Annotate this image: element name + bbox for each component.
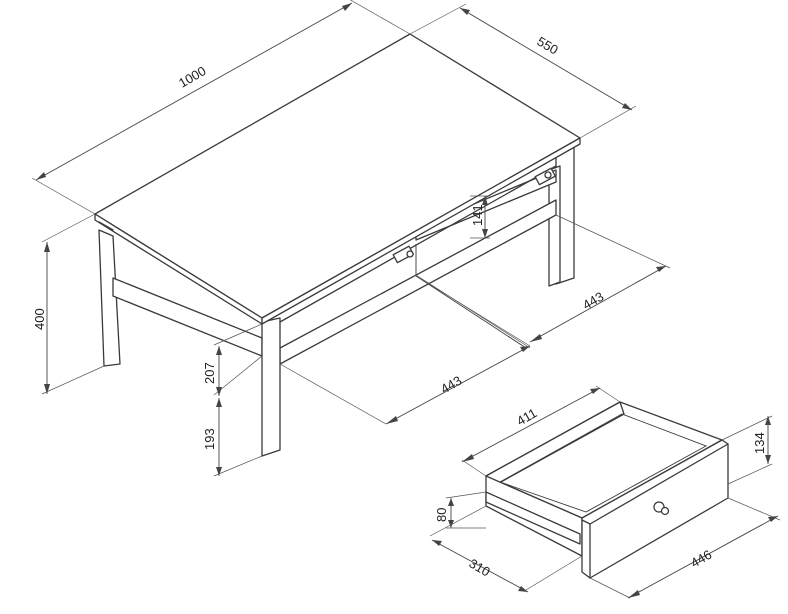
- runner-hardware-right: [534, 167, 556, 186]
- dim-shelf-width: 443: [438, 373, 464, 397]
- dim-shelf-lower: 193: [202, 428, 217, 450]
- dim-drawer-depth: 310: [467, 556, 493, 580]
- dim-shelf-upper: 207: [202, 362, 217, 384]
- dim-drawer-front: 446: [688, 547, 714, 571]
- knob-icon: [653, 501, 670, 516]
- dim-table-height: 400: [32, 308, 47, 330]
- runner-hardware-left: [392, 245, 414, 264]
- tabletop-side-edge: [261, 137, 581, 325]
- dim-drawer-width: 411: [514, 405, 539, 428]
- drawer-runner: [485, 491, 581, 545]
- drawer-dimensions: 411 134 80 310 446: [429, 385, 781, 599]
- dim-drawer-height: 134: [752, 432, 767, 454]
- leg-back-right-inner: [548, 165, 561, 287]
- drawer: [485, 401, 729, 579]
- dim-table-width: 550: [535, 34, 561, 58]
- dim-shelf-depth: 443: [580, 289, 606, 313]
- dim-drawer-side: 80: [434, 508, 449, 522]
- leg-front-right: [261, 317, 281, 457]
- leg-back-left: [98, 229, 121, 367]
- coffee-table: [94, 33, 581, 457]
- dim-drawer-opening: 141: [470, 204, 485, 226]
